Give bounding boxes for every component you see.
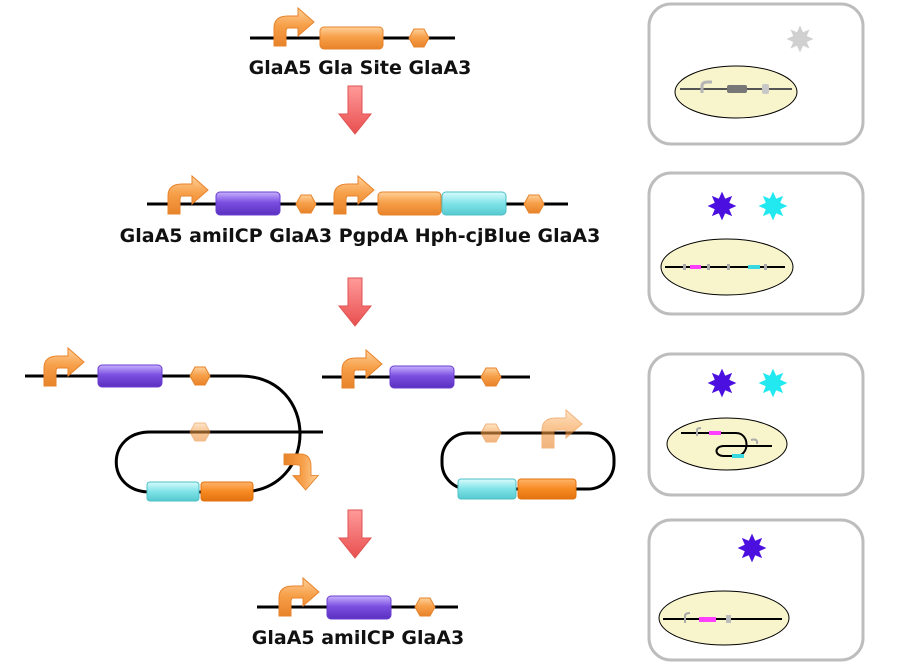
terminator-icon <box>189 422 211 442</box>
purple-light-icon <box>737 533 767 563</box>
promoter-arrow-icon <box>273 7 315 47</box>
step1-label: GlaA5 Gla Site GlaA3 <box>249 57 472 79</box>
construct-step4 <box>257 577 458 620</box>
promoter-arrow-icon <box>541 409 583 449</box>
purple-light-icon <box>707 191 737 221</box>
cjblue-gene <box>457 478 517 500</box>
terminator-icon <box>414 597 436 617</box>
cell-panel-4 <box>647 518 865 662</box>
purple-light-icon <box>707 368 737 398</box>
cjblue-gene <box>441 191 507 216</box>
construct-step2 <box>147 175 568 216</box>
grey-light-icon <box>786 25 814 53</box>
amilcp-gene <box>389 365 455 389</box>
loop-intermediate <box>25 347 323 502</box>
hph-gene <box>517 478 577 500</box>
cell-panel-3 <box>647 352 865 497</box>
step4-label: GlaA5 amilCP GlaA3 <box>252 627 464 649</box>
cell-panel-2 <box>647 171 865 316</box>
down-arrow-icon <box>338 277 372 327</box>
down-arrow-icon <box>338 509 372 559</box>
promoter-arrow-icon <box>43 347 85 387</box>
terminator-icon <box>523 194 545 214</box>
terminator-icon <box>480 423 502 443</box>
promoter-arrow-icon <box>278 577 320 617</box>
terminator-icon <box>295 194 317 214</box>
promoter-arrow-icon <box>333 175 375 215</box>
terminator-icon <box>189 366 211 386</box>
amilcp-gene <box>326 595 392 620</box>
hph-gene <box>377 191 442 216</box>
promoter-arrow-icon <box>341 349 383 389</box>
cyan-light-icon <box>758 368 788 398</box>
promoter-arrow-icon <box>167 175 209 215</box>
cell-panel-1 <box>647 2 865 146</box>
hph-gene <box>200 481 254 502</box>
amilcp-gene <box>215 191 281 216</box>
excised-products <box>322 349 616 500</box>
terminator-icon <box>480 367 502 387</box>
construct-step1 <box>250 7 455 50</box>
cyan-light-icon <box>758 191 788 221</box>
terminator-icon <box>408 28 430 48</box>
cjblue-gene <box>146 481 200 502</box>
step2-label: GlaA5 amilCP GlaA3 PgpdA Hph-cjBlue GlaA… <box>120 225 601 247</box>
gla-site-gene <box>319 26 384 50</box>
promoter-arrow-icon <box>283 453 319 491</box>
down-arrow-icon <box>338 85 372 135</box>
amilcp-gene <box>97 364 163 388</box>
cell-icon <box>666 417 788 471</box>
